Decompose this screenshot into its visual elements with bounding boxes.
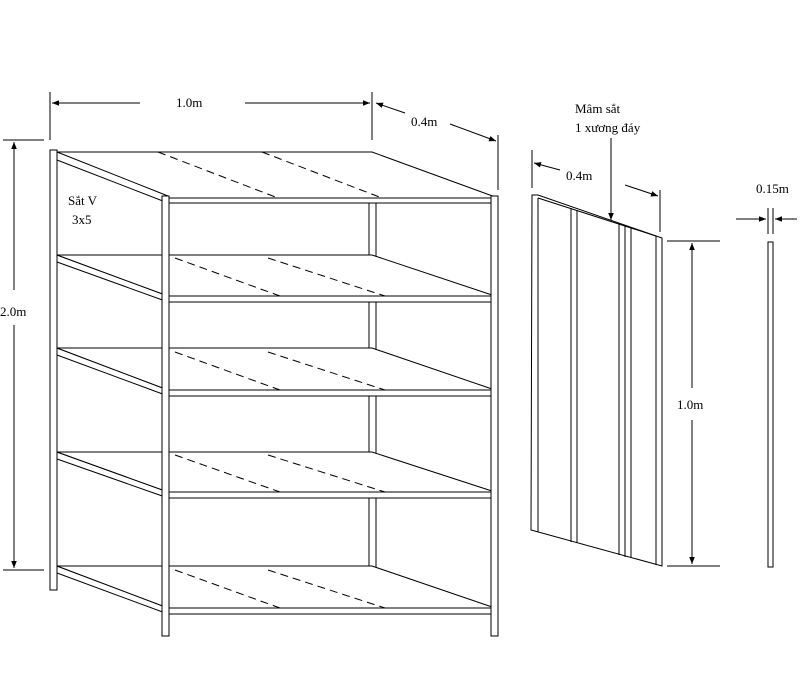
tray-label: Mâm sắt 1 xương đáy: [575, 101, 641, 220]
tray-title-line1: Mâm sắt: [575, 101, 621, 116]
top-shelf-front-edge: [167, 197, 499, 204]
shelf-5: [56, 565, 496, 609]
shelf-depth-dimension: 0.4m: [375, 102, 499, 190]
shelf-3: [56, 347, 496, 391]
material-label-line2: 3x5: [72, 212, 92, 227]
tray-height-dimension: 1.0m: [667, 240, 720, 567]
shelf-width-label: 1.0m: [176, 95, 202, 110]
profile-thickness-label: 0.15m: [756, 181, 789, 196]
shelf-height-label: 2.0m: [0, 304, 26, 319]
shelf-2: [56, 254, 496, 297]
side-profile: [767, 241, 774, 568]
tray-outline: [530, 194, 663, 567]
shelf-depth-label: 0.4m: [411, 114, 437, 129]
front-left-post: [161, 195, 170, 637]
front-right-post: [490, 195, 499, 637]
shelf-dash-lines: [157, 151, 386, 609]
tray-height-label: 1.0m: [677, 397, 703, 412]
shelf-unit: Sắt V 3x5: [49, 149, 499, 637]
tray-width-label: 0.4m: [566, 168, 592, 183]
tray-title-line2: 1 xương đáy: [575, 120, 641, 135]
profile-thickness-dimension: 0.15m: [736, 181, 797, 234]
shelves: [56, 254, 496, 615]
tray-width-dimension: 0.4m: [531, 150, 661, 232]
shelf-4: [56, 451, 496, 493]
back-left-post: [49, 149, 58, 591]
material-label-line1: Sắt V: [68, 193, 98, 208]
shelf-width-dimension: 1.0m: [49, 92, 373, 140]
tray-panel: [530, 194, 663, 567]
shelf-height-dimension: 2.0m: [0, 139, 44, 571]
profile-bar: [767, 241, 774, 568]
top-shelf: [54, 151, 499, 199]
